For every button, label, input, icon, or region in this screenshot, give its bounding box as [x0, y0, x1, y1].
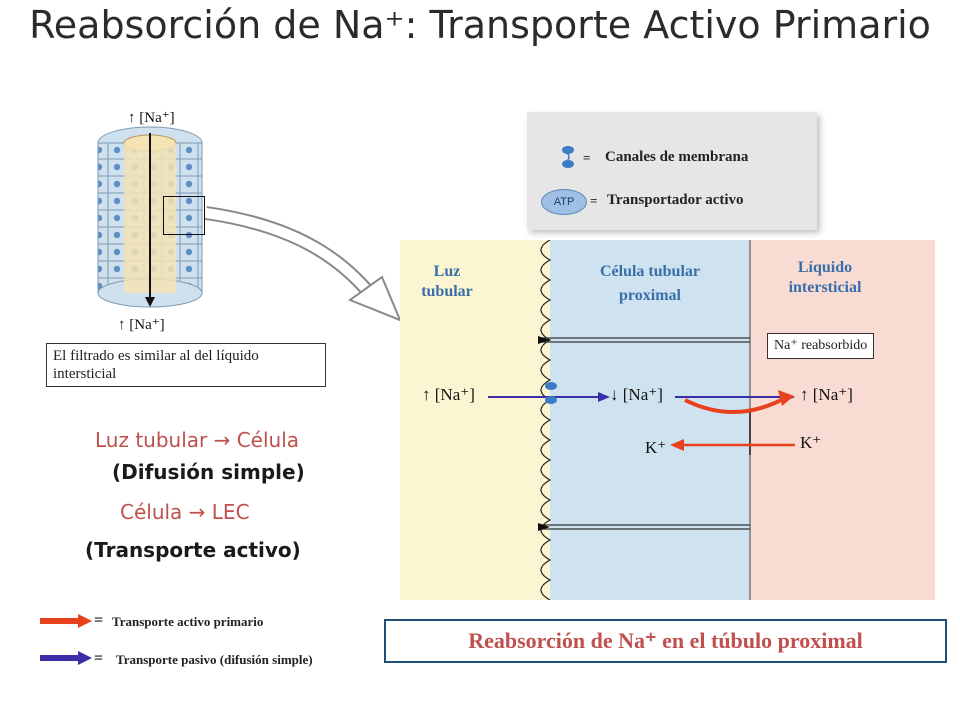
- slide-title: Reabsorción de Na⁺: Transporte Activo Pr…: [29, 3, 931, 47]
- legend-passive-equals: =: [94, 650, 104, 667]
- interstitial-na-label: ↑ [Na⁺]: [800, 385, 853, 404]
- legend-passive-label: Transporte pasivo (difusión simple): [116, 652, 313, 667]
- zoom-box: [163, 196, 205, 235]
- cell-k-label: K⁺: [645, 438, 667, 457]
- channel-icon: [562, 146, 574, 168]
- lumen-na-label: ↑ [Na⁺]: [422, 385, 475, 404]
- cell-region: [550, 240, 750, 600]
- key-transporter-label: Transportador activo: [607, 192, 744, 208]
- tubule-top-label: ↑ [Na⁺]: [128, 110, 175, 126]
- lumen-label: Luz tubular: [421, 263, 473, 300]
- interstitial-k-label: K⁺: [800, 433, 822, 452]
- flow-step1: Luz tubular → Célula: [95, 428, 300, 452]
- legend-active-equals: =: [94, 612, 104, 629]
- interstitial-label: Líquido intersticial: [788, 259, 862, 296]
- passive-transport-arrow-icon: [40, 651, 92, 665]
- cell-label: Célula tubular proximal: [599, 263, 700, 304]
- tubule-bottom-label: ↑ [Na⁺]: [118, 317, 165, 333]
- flow-step2-type: (Transporte activo): [85, 538, 301, 562]
- zoom-arrow: [205, 206, 402, 322]
- filtrate-note: El filtrado es similar al del líquido in…: [46, 343, 326, 387]
- key-channels-label: Canales de membrana: [605, 149, 749, 165]
- lumen-region: [400, 240, 550, 600]
- key-channel-equals: =: [583, 150, 591, 165]
- flow-step1-type: (Difusión simple): [112, 460, 305, 484]
- interstitial-region: [750, 240, 935, 600]
- flow-step2: Célula → LEC: [120, 500, 250, 524]
- diagram-caption: Reabsorción de Na⁺ en el túbulo proximal: [384, 619, 947, 663]
- transport-arrows: [488, 382, 795, 451]
- na-reabsorbed-box: Na⁺ reabsorbido: [767, 333, 875, 359]
- cell-na-label: ↓ [Na⁺]: [610, 385, 663, 404]
- cell-membranes: [538, 240, 751, 600]
- atp-icon: ATP: [541, 189, 587, 215]
- tubule-illustration: [97, 126, 203, 308]
- legend-active-label: Transporte activo primario: [112, 614, 264, 629]
- active-transport-arrow-icon: [40, 614, 92, 628]
- key-atp-equals: =: [590, 193, 598, 208]
